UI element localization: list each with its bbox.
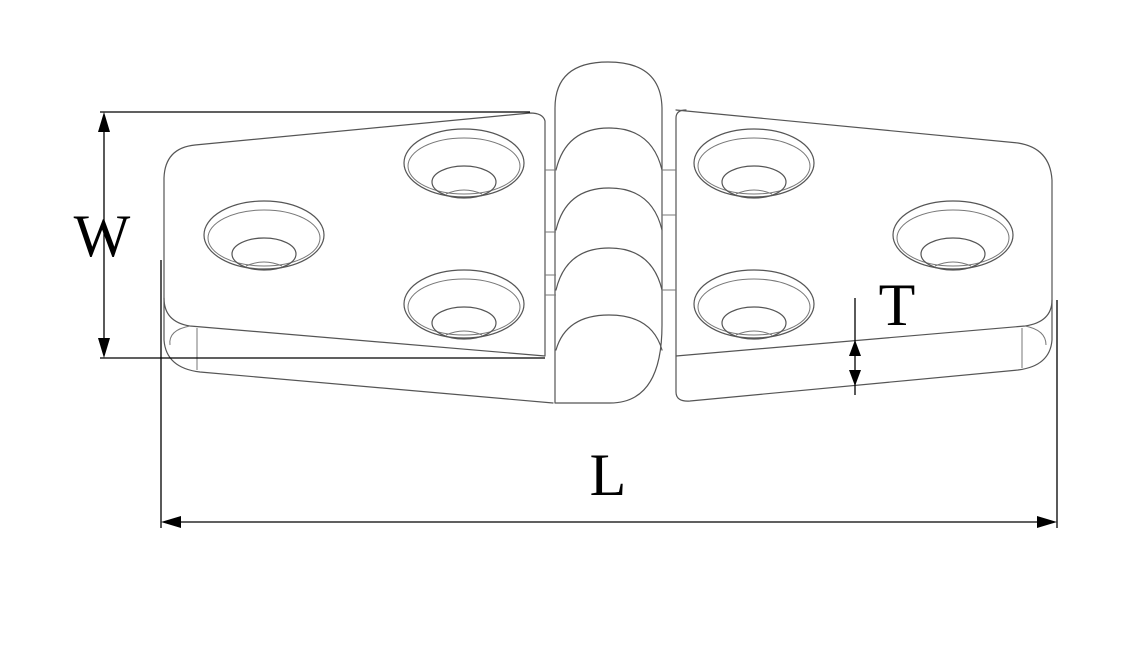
hole-right-top <box>693 128 815 199</box>
hole-right-bottom <box>693 269 815 340</box>
right-hinge-leaf <box>675 109 1053 402</box>
dimension-length: L <box>160 260 1058 528</box>
thickness-label: T <box>879 272 916 338</box>
arrow-width-top <box>98 112 110 132</box>
hole-right-center <box>892 200 1014 271</box>
hole-left-center <box>203 200 325 271</box>
dimension-width: W <box>74 111 545 359</box>
hinge-knuckles <box>545 61 676 404</box>
left-hinge-leaf <box>163 112 554 404</box>
length-label: L <box>590 442 627 508</box>
arrow-thickness-top <box>849 340 861 356</box>
hole-left-bottom <box>403 269 525 340</box>
arrow-length-right <box>1037 516 1057 528</box>
arrow-width-bottom <box>98 338 110 358</box>
arrow-length-left <box>161 516 181 528</box>
hole-left-top <box>403 128 525 199</box>
dimension-thickness: T <box>849 272 915 395</box>
width-label: W <box>74 203 131 269</box>
arrow-thickness-bottom <box>849 370 861 386</box>
